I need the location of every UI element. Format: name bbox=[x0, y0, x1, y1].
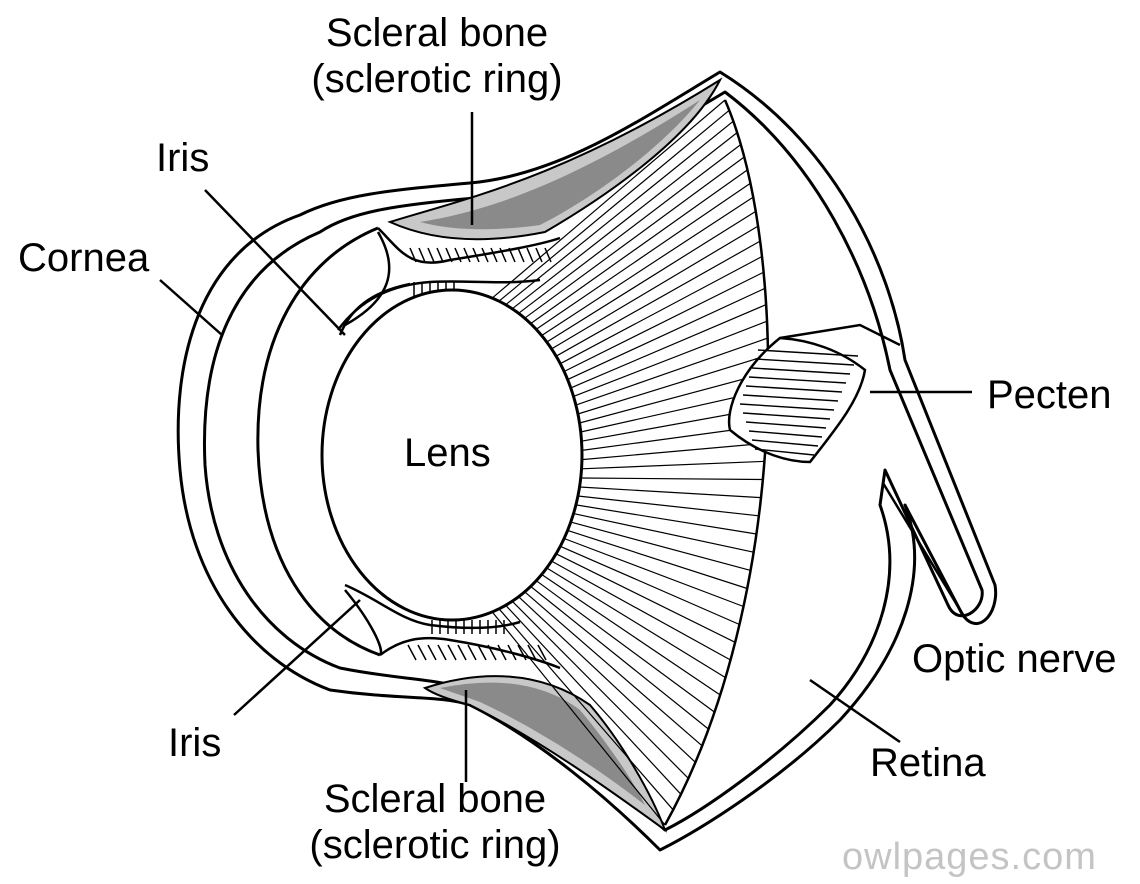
label-scleral-bone-bottom: Scleral bone (sclerotic ring) bbox=[290, 776, 580, 868]
label-retina: Retina bbox=[870, 740, 986, 786]
label-scleral-bone-bottom-line1: Scleral bone bbox=[290, 776, 580, 822]
ciliary-hatch bbox=[518, 248, 524, 262]
leader-iris-bottom bbox=[234, 600, 360, 715]
zonular-fibre bbox=[560, 546, 739, 624]
label-scleral-bone-top: Scleral bone (sclerotic ring) bbox=[292, 10, 582, 102]
zonular-fibre bbox=[581, 478, 763, 480]
ciliary-hatch bbox=[468, 645, 476, 660]
ciliary-hatch bbox=[419, 248, 425, 262]
zonular-fibre bbox=[564, 272, 764, 371]
label-pecten: Pecten bbox=[987, 372, 1112, 418]
label-iris-top: Iris bbox=[156, 135, 209, 181]
zonular-fibre bbox=[564, 539, 743, 607]
label-scleral-bone-bottom-line2: (sclerotic ring) bbox=[290, 822, 580, 868]
zonular-fibre bbox=[578, 496, 759, 516]
label-scleral-bone-top-line2: (sclerotic ring) bbox=[292, 56, 582, 102]
pecten bbox=[729, 325, 900, 462]
ciliary-hatch bbox=[438, 645, 446, 660]
ciliary-hatch bbox=[428, 248, 434, 262]
zonular-fibre bbox=[542, 197, 754, 335]
label-scleral-bone-top-line1: Scleral bone bbox=[292, 10, 582, 56]
ciliary-hatch bbox=[418, 645, 426, 660]
ciliary-hatch bbox=[491, 248, 497, 262]
zonular-fibre bbox=[547, 568, 726, 678]
leader-optic-nerve bbox=[883, 483, 965, 618]
zonular-fibre bbox=[560, 257, 762, 364]
zonular-fibre bbox=[556, 241, 760, 356]
ciliary-hatch bbox=[527, 248, 533, 262]
ciliary-hatch bbox=[428, 645, 436, 660]
ciliary-hatch bbox=[464, 248, 470, 262]
watermark: owlpages.com bbox=[842, 836, 1097, 879]
zonular-fibre bbox=[568, 530, 748, 588]
ciliary-hatch bbox=[448, 645, 456, 660]
label-iris-bottom: Iris bbox=[168, 720, 221, 766]
zonular-fibre bbox=[580, 487, 762, 498]
retina-boundary bbox=[665, 100, 768, 825]
ciliary-hatch bbox=[498, 645, 506, 660]
zonular-fibre bbox=[582, 443, 766, 459]
label-optic-nerve: Optic nerve bbox=[912, 636, 1117, 682]
ciliary-hatch bbox=[408, 645, 416, 660]
ciliary-hatch bbox=[458, 645, 466, 660]
label-cornea: Cornea bbox=[18, 235, 149, 281]
ciliary-hatch bbox=[437, 248, 443, 262]
zonular-fibre bbox=[542, 575, 721, 696]
zonular-fibre bbox=[552, 226, 758, 349]
zonular-fibre bbox=[571, 305, 766, 388]
zonular-fibre bbox=[582, 461, 765, 468]
zonular-fibre bbox=[552, 561, 731, 660]
label-lens: Lens bbox=[404, 430, 491, 476]
